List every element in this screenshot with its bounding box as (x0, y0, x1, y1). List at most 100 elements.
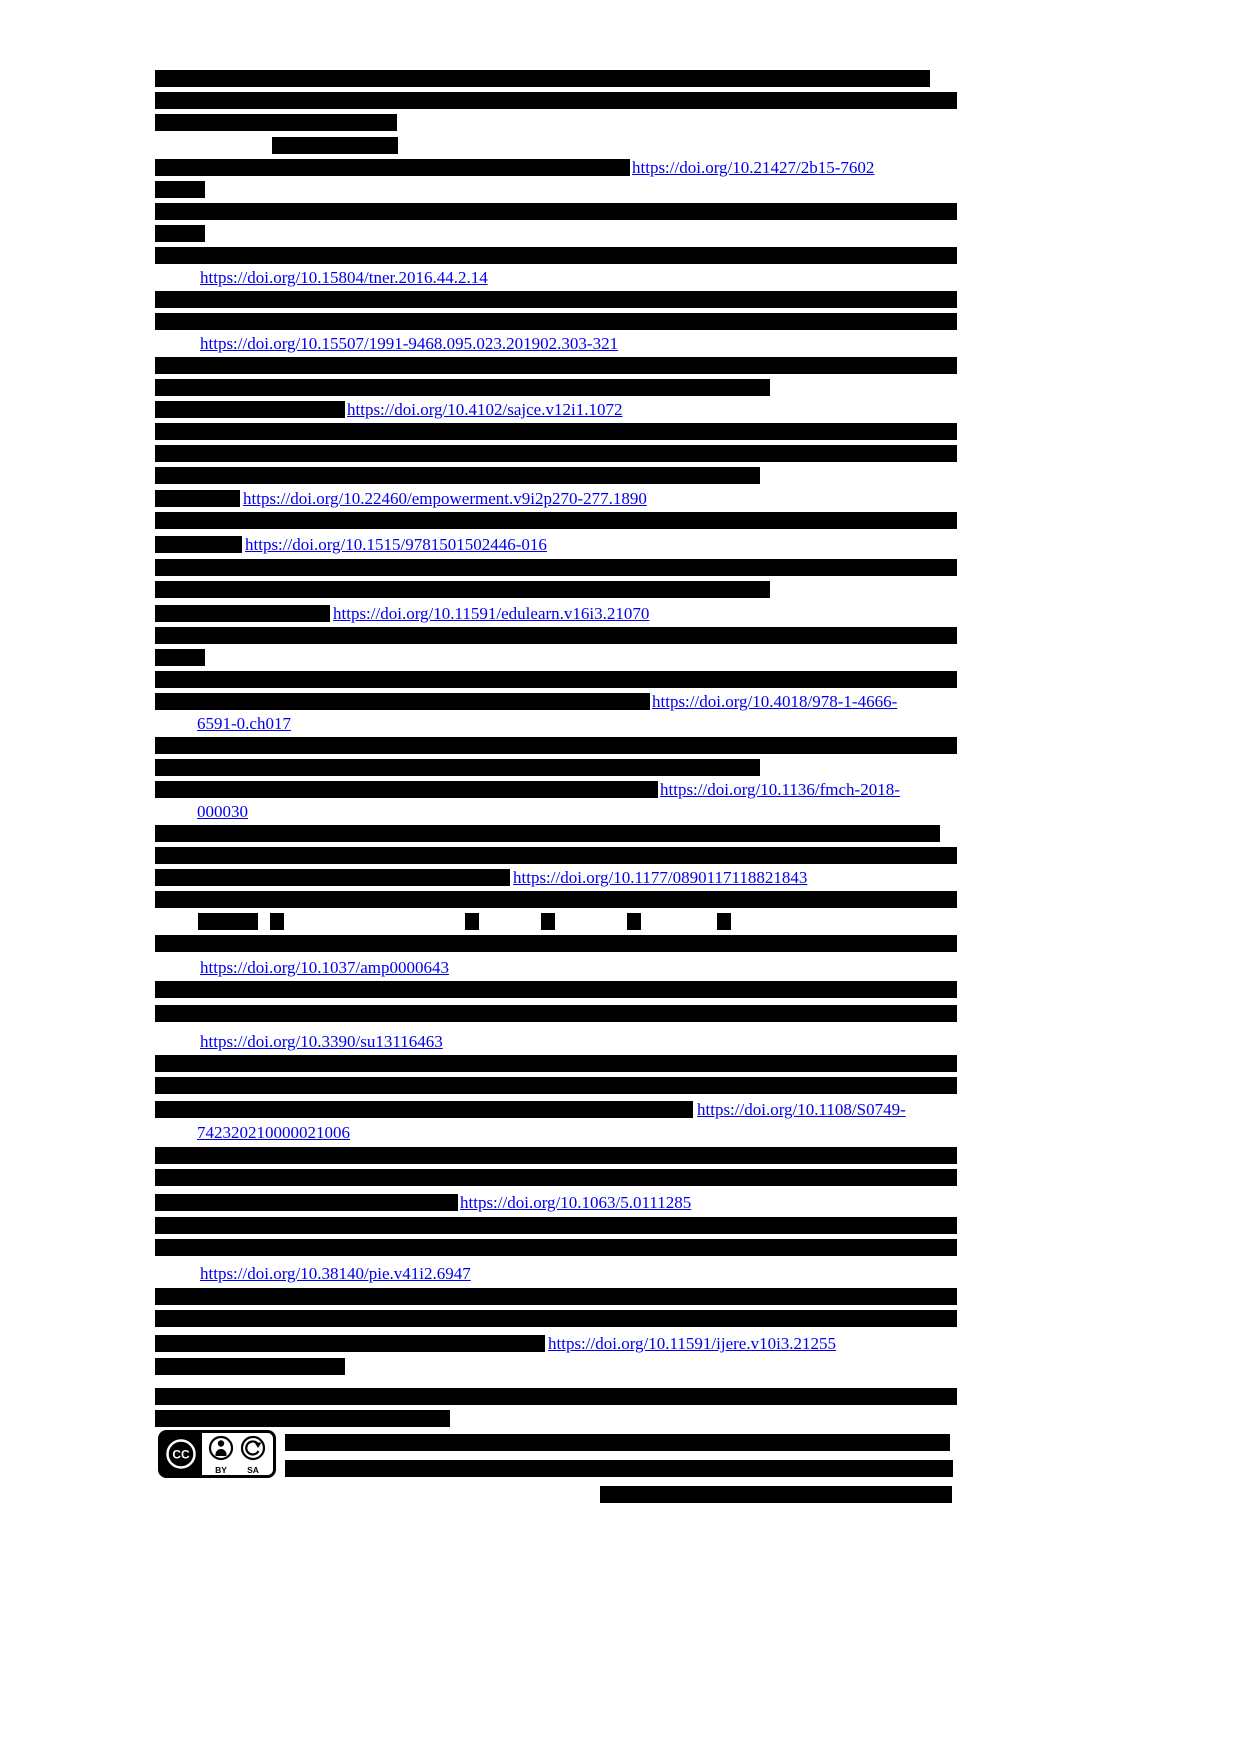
text-line (0, 1410, 1240, 1432)
text-line (0, 1486, 1240, 1508)
redacted-text (155, 512, 957, 529)
text-line (0, 627, 1240, 649)
doi-link[interactable]: https://doi.org/10.1515/9781501502446-01… (245, 535, 547, 554)
text-line (0, 891, 1240, 913)
redacted-text (155, 737, 957, 754)
text-line: https://doi.org/10.1037/amp0000643 (0, 958, 1240, 981)
doi-link[interactable]: https://doi.org/10.15507/1991-9468.095.0… (200, 334, 619, 353)
svg-text:SA: SA (247, 1465, 259, 1475)
text-line (0, 913, 1240, 935)
redacted-text (272, 137, 398, 154)
redacted-text (285, 1460, 953, 1477)
redacted-text (627, 913, 641, 930)
redacted-text (155, 649, 205, 666)
text-line: https://doi.org/10.21427/2b15-7602 (0, 158, 1240, 181)
text-line (0, 357, 1240, 379)
text-line (0, 559, 1240, 581)
text-line: https://doi.org/10.1515/9781501502446-01… (0, 535, 1240, 558)
doi-link[interactable]: https://doi.org/10.15804/tner.2016.44.2.… (200, 268, 488, 287)
text-line: https://doi.org/10.4102/sajce.v12i1.1072 (0, 400, 1240, 423)
redacted-text (155, 247, 957, 264)
text-line: 742320210000021006 (0, 1123, 1240, 1146)
cc-logo-icon: CC (159, 1431, 202, 1477)
redacted-text (155, 1217, 957, 1234)
doi-link[interactable]: https://doi.org/10.1037/amp0000643 (200, 958, 450, 977)
text-line (0, 737, 1240, 759)
redacted-text (155, 401, 345, 418)
redacted-text (155, 467, 760, 484)
text-line (0, 1388, 1240, 1410)
redacted-text (155, 1410, 450, 1427)
doi-link[interactable]: 6591-0.ch017 (197, 714, 291, 733)
text-line (0, 759, 1240, 781)
redacted-text (155, 693, 650, 710)
text-line (0, 423, 1240, 445)
text-line (0, 1005, 1240, 1027)
doi-link[interactable]: https://doi.org/10.38140/pie.v41i2.6947 (200, 1264, 471, 1283)
text-line (0, 445, 1240, 467)
redacted-text (155, 1310, 957, 1327)
redacted-text (285, 1434, 950, 1451)
redacted-text (155, 605, 330, 622)
by-attribution-icon: BY (208, 1435, 234, 1475)
redacted-text (541, 913, 555, 930)
text-line (0, 935, 1240, 957)
text-line (0, 1239, 1240, 1261)
text-line (0, 825, 1240, 847)
doi-link[interactable]: https://doi.org/10.4102/sajce.v12i1.1072 (347, 400, 623, 419)
text-line (0, 114, 1240, 136)
redacted-text (155, 1055, 957, 1072)
doi-link[interactable]: https://doi.org/10.1108/S0749- (697, 1100, 906, 1119)
doi-link[interactable]: https://doi.org/10.11591/ijere.v10i3.212… (548, 1334, 837, 1353)
doi-link[interactable]: https://doi.org/10.4018/978-1-4666- (652, 692, 898, 711)
redacted-text (155, 1147, 957, 1164)
redacted-text (155, 445, 957, 462)
text-line (0, 1310, 1240, 1332)
redacted-text (465, 913, 479, 930)
cc-by-sa-badge-graphic: CC BY SA (158, 1430, 276, 1478)
svg-text:BY: BY (215, 1465, 227, 1475)
doi-link[interactable]: https://doi.org/10.1177/0890117118821843 (513, 868, 808, 887)
redacted-text (155, 423, 957, 440)
cc-by-sa-license-badge[interactable]: CC BY SA (158, 1430, 276, 1478)
redacted-text (155, 536, 242, 553)
text-line (0, 649, 1240, 671)
doi-link[interactable]: https://doi.org/10.11591/edulearn.v16i3.… (333, 604, 650, 623)
redacted-text (155, 70, 930, 87)
redacted-text (155, 869, 510, 886)
svg-text:CC: CC (172, 1448, 190, 1462)
doi-link[interactable]: https://doi.org/10.22460/empowerment.v9i… (243, 489, 647, 508)
redacted-text (155, 92, 957, 109)
text-line: https://doi.org/10.4018/978-1-4666- (0, 692, 1240, 715)
doi-link[interactable]: https://doi.org/10.1063/5.0111285 (460, 1193, 692, 1212)
redacted-text (717, 913, 731, 930)
text-line (0, 313, 1240, 335)
text-line: https://doi.org/10.3390/su13116463 (0, 1032, 1240, 1055)
redacted-text (155, 1194, 458, 1211)
redacted-text (155, 891, 957, 908)
redacted-text (155, 225, 205, 242)
redacted-text (155, 1335, 545, 1352)
doi-link[interactable]: 000030 (197, 802, 248, 821)
sa-share-alike-icon: SA (240, 1435, 266, 1475)
doi-link[interactable]: https://doi.org/10.1136/fmch-2018- (660, 780, 900, 799)
redacted-text (155, 1169, 957, 1186)
text-line (0, 203, 1240, 225)
text-line (0, 225, 1240, 247)
text-line (0, 92, 1240, 114)
redacted-text (198, 913, 258, 930)
text-line (0, 1358, 1240, 1380)
text-line (0, 1077, 1240, 1099)
text-line (0, 581, 1240, 603)
text-line (0, 1288, 1240, 1310)
redacted-text (155, 627, 957, 644)
redacted-text (155, 490, 240, 507)
text-line (0, 291, 1240, 313)
doi-link[interactable]: https://doi.org/10.21427/2b15-7602 (632, 158, 875, 177)
doi-link[interactable]: https://doi.org/10.3390/su13116463 (200, 1032, 443, 1051)
text-line (0, 1434, 1240, 1456)
redacted-text (155, 291, 957, 308)
redacted-text (155, 1388, 957, 1405)
doi-link[interactable]: 742320210000021006 (197, 1123, 350, 1142)
redacted-text (155, 1239, 957, 1256)
